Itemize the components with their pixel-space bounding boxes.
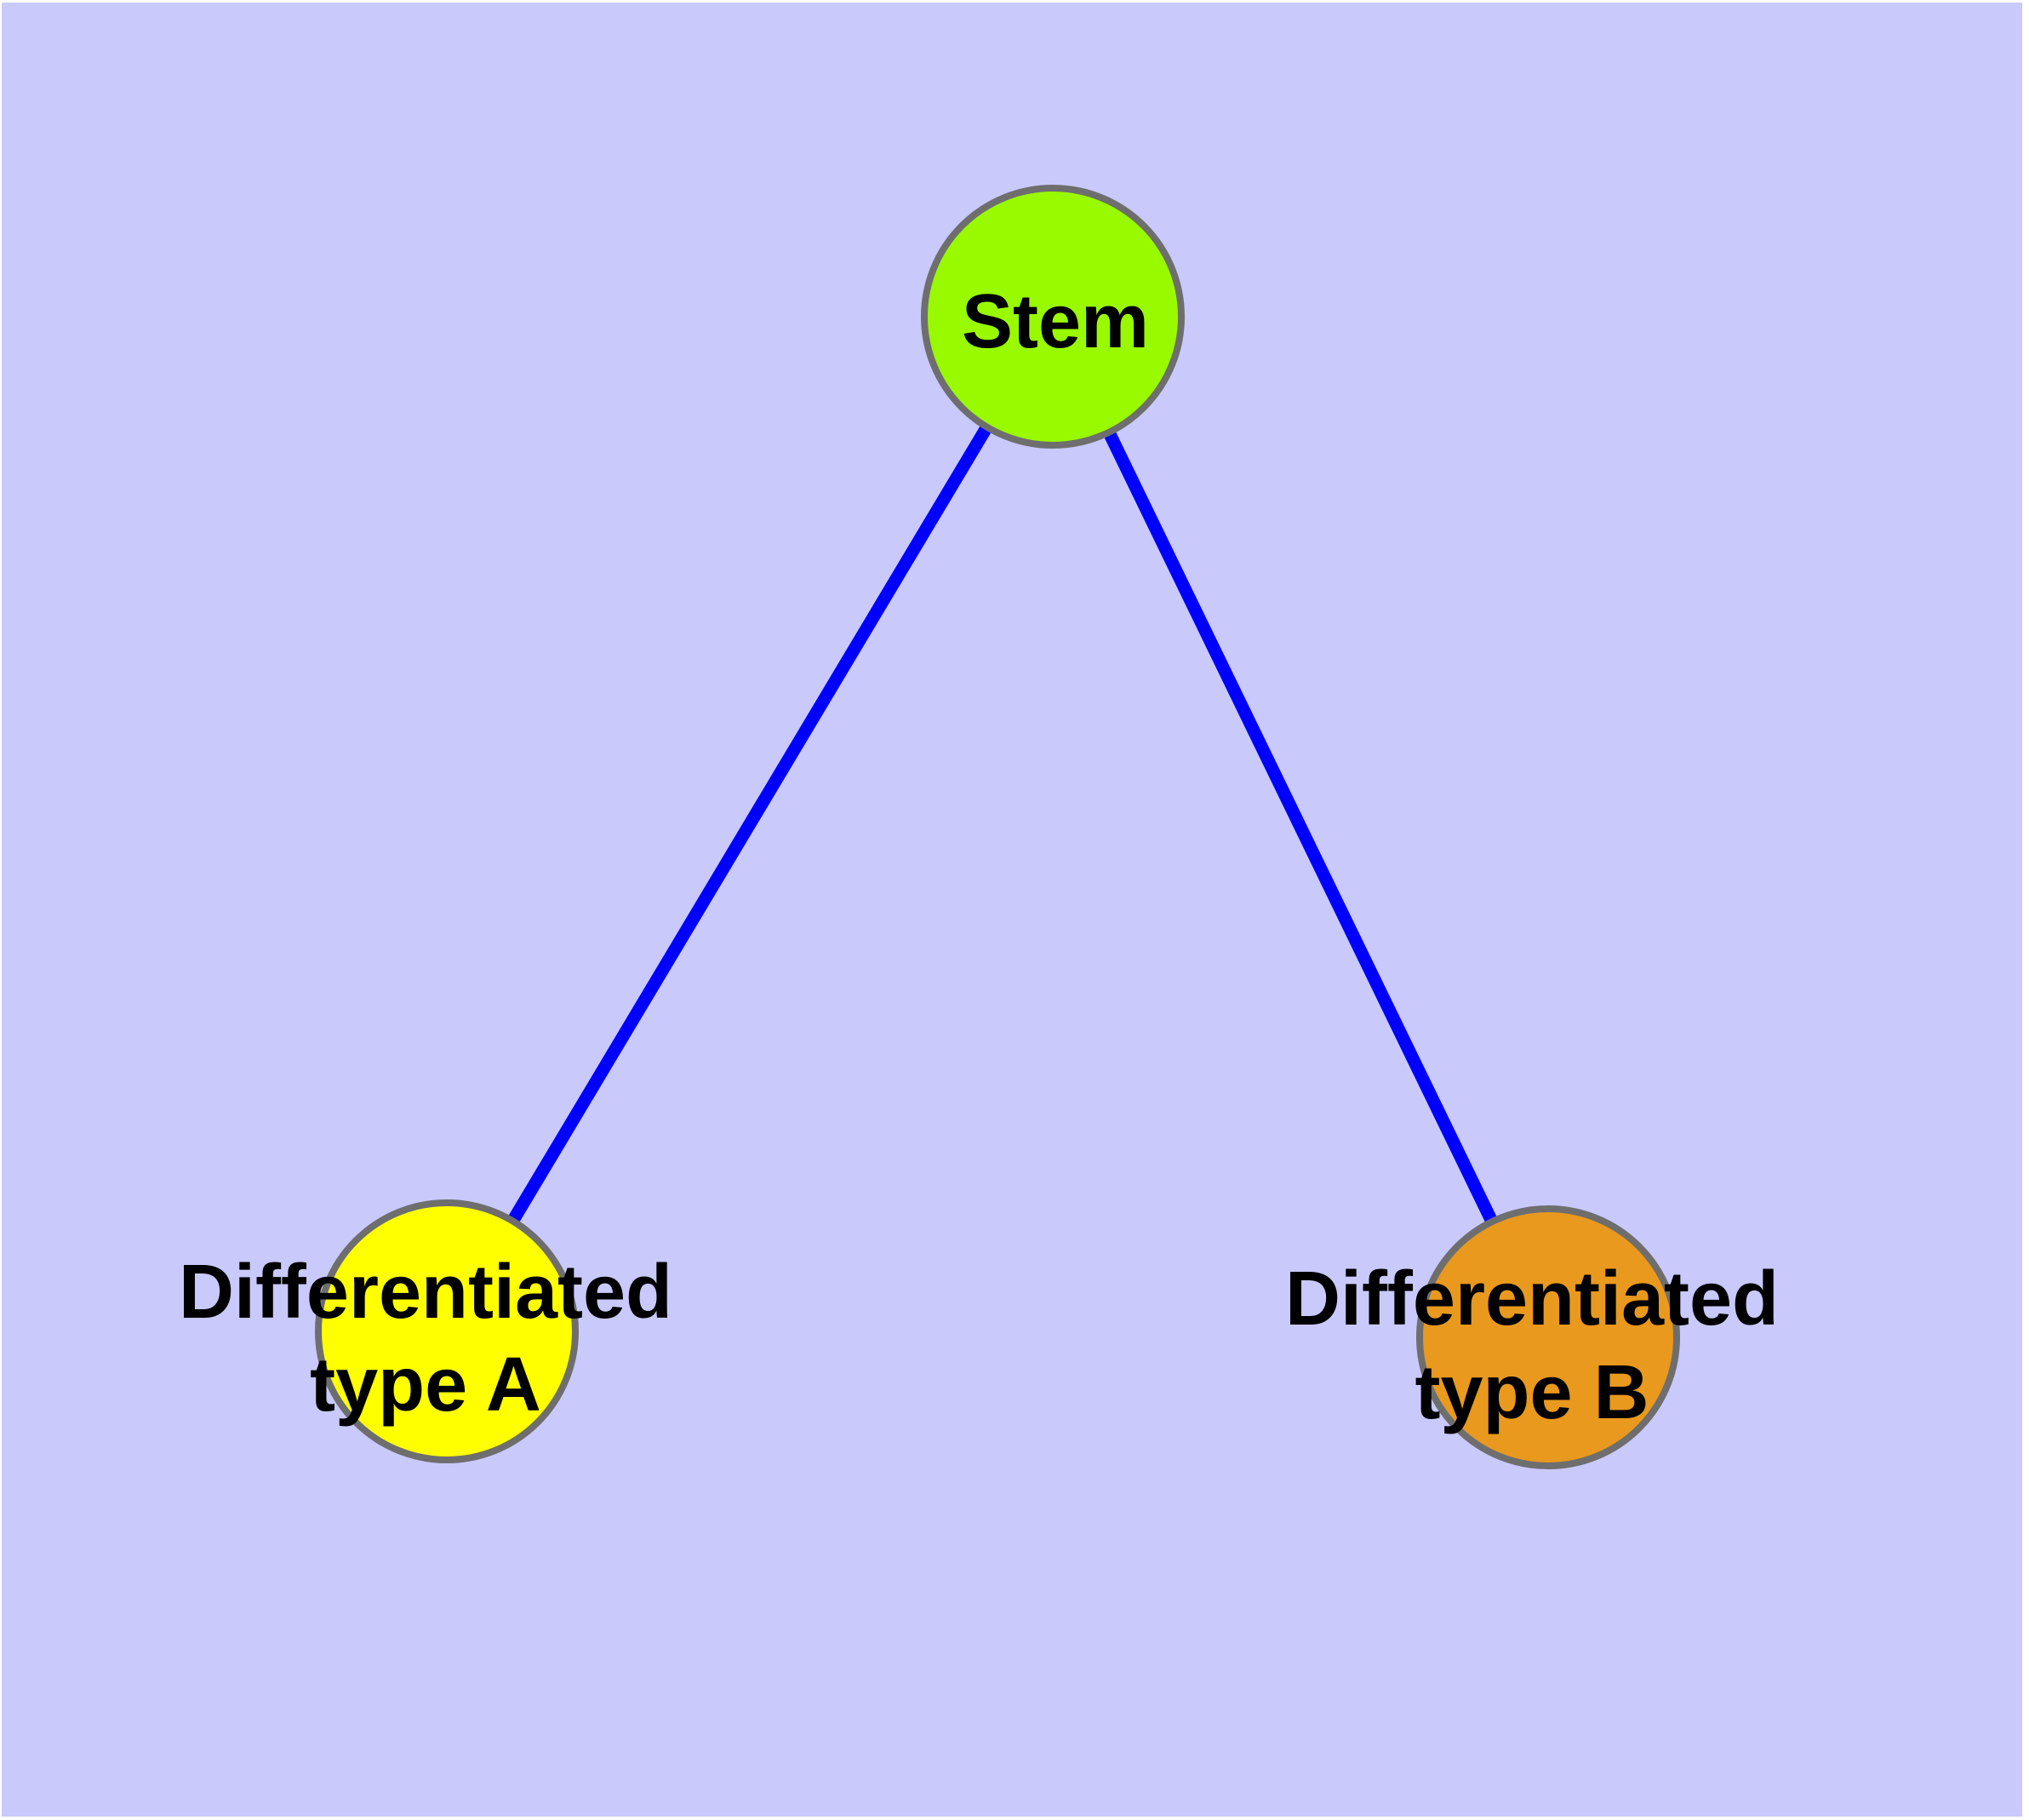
nodes-layer: [315, 185, 1680, 1469]
edges-layer: [441, 313, 1554, 1341]
node-differentiated-type-a: [315, 1199, 579, 1463]
node-stem: [921, 185, 1185, 449]
node-differentiated-type-b-label-line2: type B: [1415, 1350, 1649, 1435]
labels-layer: Stem Differentiated type A Differentiate…: [179, 279, 1779, 1435]
node-stem-label: Stem: [962, 279, 1149, 364]
node-differentiated-type-b-label-line1: Differentiated: [1285, 1256, 1779, 1342]
node-differentiated-type-a-label-line1: Differentiated: [179, 1250, 672, 1335]
edge-stem-to-differentiated-type-a: [441, 313, 1059, 1335]
edge-stem-to-differentiated-type-b: [1047, 313, 1554, 1341]
node-differentiated-type-a-label-line2: type A: [310, 1342, 541, 1428]
node-differentiated-type-b: [1416, 1205, 1680, 1469]
